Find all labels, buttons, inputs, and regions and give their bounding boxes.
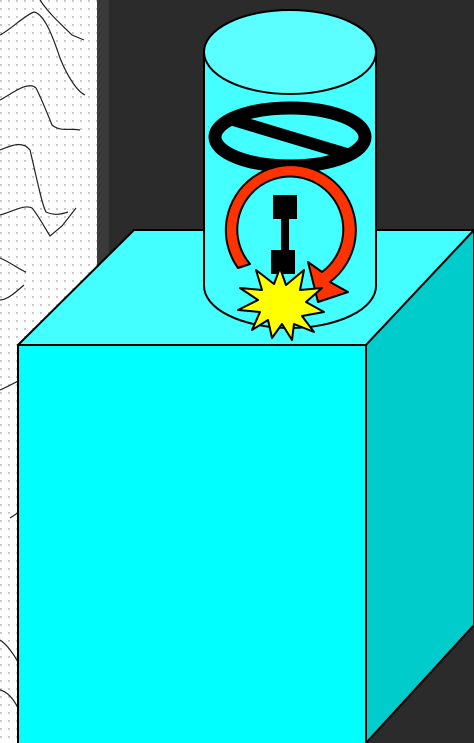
cylinder-top (204, 10, 376, 94)
cube-front-face (18, 345, 366, 743)
